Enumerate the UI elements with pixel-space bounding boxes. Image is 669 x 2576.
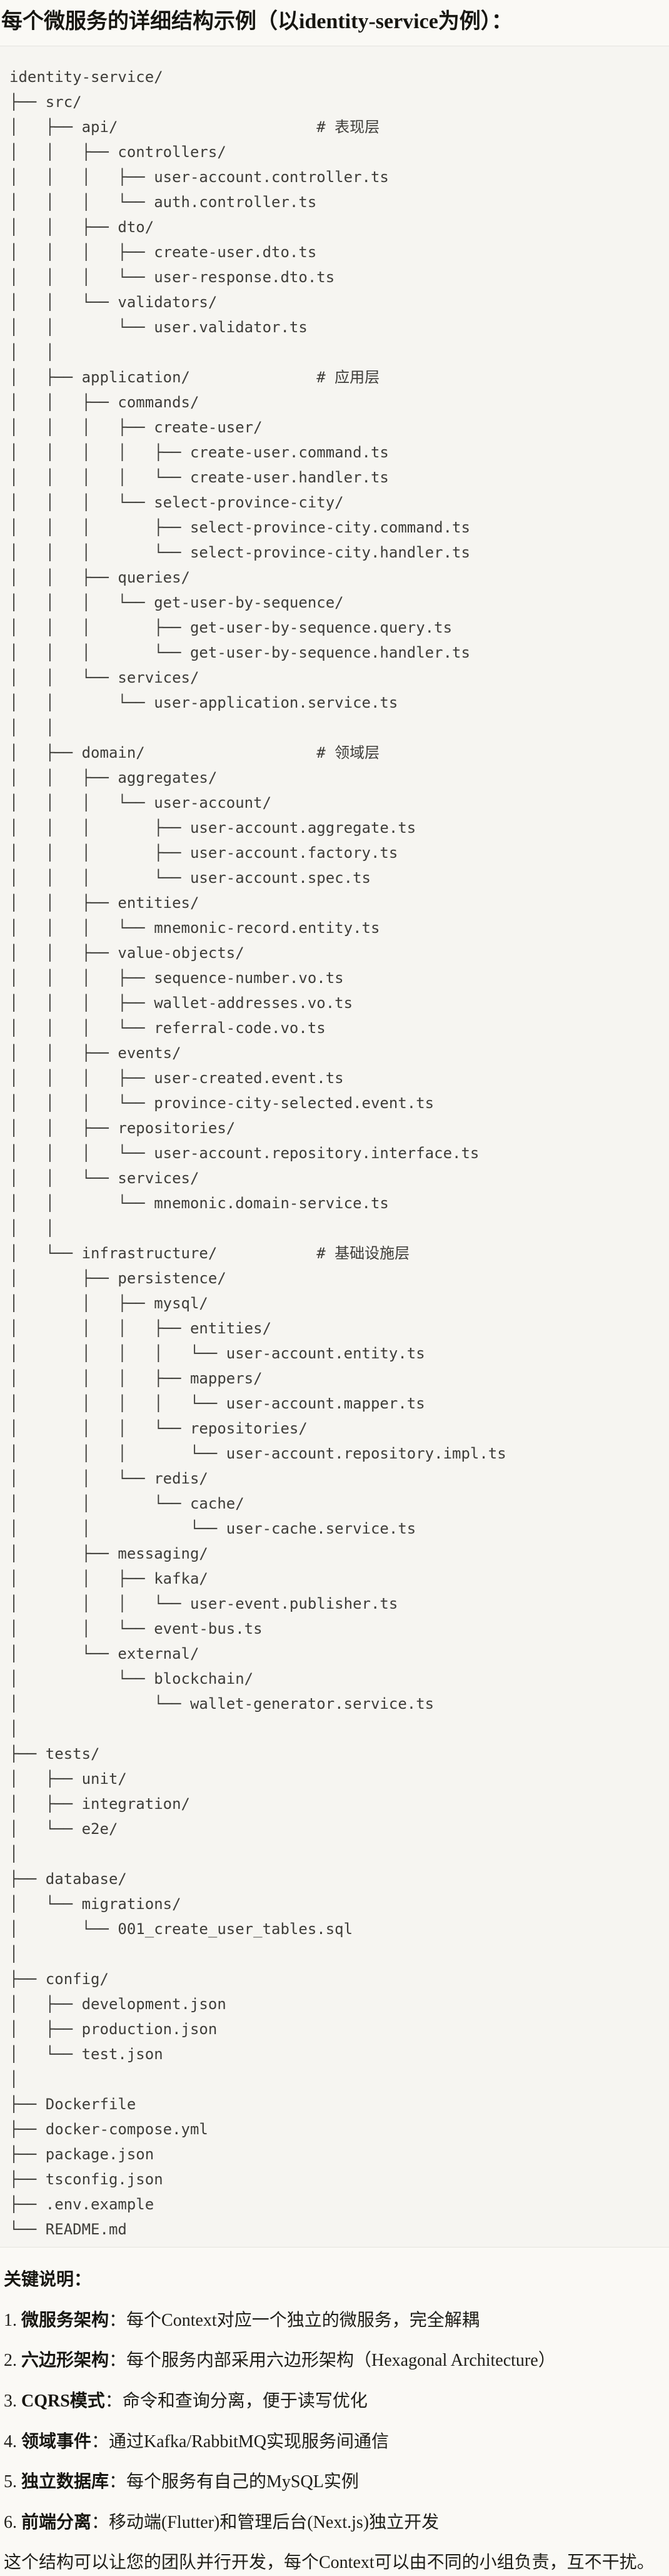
list-item-text: 移动端(Flutter)和管理后台(Next.js)独立开发 [109, 2512, 440, 2532]
list-item-label: 领域事件 [21, 2431, 92, 2451]
list-item-label: CQRS模式 [21, 2391, 105, 2411]
list-item-text: 每个Context对应一个独立的微服务，完全解耦 [126, 2310, 480, 2330]
list-item: 2.六边形架构：每个服务内部采用六边形架构（Hexagonal Architec… [4, 2348, 663, 2374]
directory-tree-code-block: identity-service/ ├── src/ │ ├── api/ # … [0, 46, 669, 2248]
list-item-text: 每个服务内部采用六边形架构（Hexagonal Architecture） [126, 2351, 556, 2371]
list-item-text: 命令和查询分离，便于读写优化 [122, 2391, 368, 2411]
list-item: 5.独立数据库：每个服务有自己的MySQL实例 [4, 2470, 663, 2495]
list-item-label: 前端分离 [21, 2512, 92, 2532]
list-item-number: 4. [4, 2431, 17, 2451]
list-item-number: 5. [4, 2472, 17, 2492]
list-item: 4.领域事件：通过Kafka/RabbitMQ实现服务间通信 [4, 2430, 663, 2455]
list-item-separator: ： [109, 2472, 127, 2492]
list-item-separator: ： [109, 2351, 127, 2371]
list-item-text: 每个服务有自己的MySQL实例 [126, 2472, 359, 2492]
list-item-label: 六边形架构 [21, 2351, 109, 2371]
list-item-number: 3. [4, 2391, 17, 2411]
page-title: 每个微服务的详细结构示例（以identity-service为例）： [1, 10, 513, 33]
list-item-label: 微服务架构 [21, 2310, 109, 2330]
list-item-separator: ： [104, 2391, 123, 2411]
list-item-label: 独立数据库 [21, 2472, 109, 2492]
notes-heading: 关键说明： [4, 2270, 92, 2290]
notes-section: 关键说明： 1.微服务架构：每个Context对应一个独立的微服务，完全解耦 2… [0, 2248, 669, 2576]
list-item: 6.前端分离：移动端(Flutter)和管理后台(Next.js)独立开发 [4, 2510, 663, 2536]
list-item-separator: ： [91, 2512, 109, 2532]
list-item: 1.微服务架构：每个Context对应一个独立的微服务，完全解耦 [4, 2308, 663, 2334]
list-item: 3.CQRS模式：命令和查询分离，便于读写优化 [4, 2389, 663, 2415]
list-item-number: 6. [4, 2512, 17, 2532]
list-item-number: 1. [4, 2310, 17, 2330]
closing-paragraph: 这个结构可以让您的团队并行开发，每个Context可以由不同的小组负责，互不干扰… [4, 2553, 655, 2573]
list-item-number: 2. [4, 2351, 17, 2371]
list-item-separator: ： [91, 2431, 109, 2451]
list-item-text: 通过Kafka/RabbitMQ实现服务间通信 [109, 2431, 389, 2451]
list-item-separator: ： [109, 2310, 127, 2330]
